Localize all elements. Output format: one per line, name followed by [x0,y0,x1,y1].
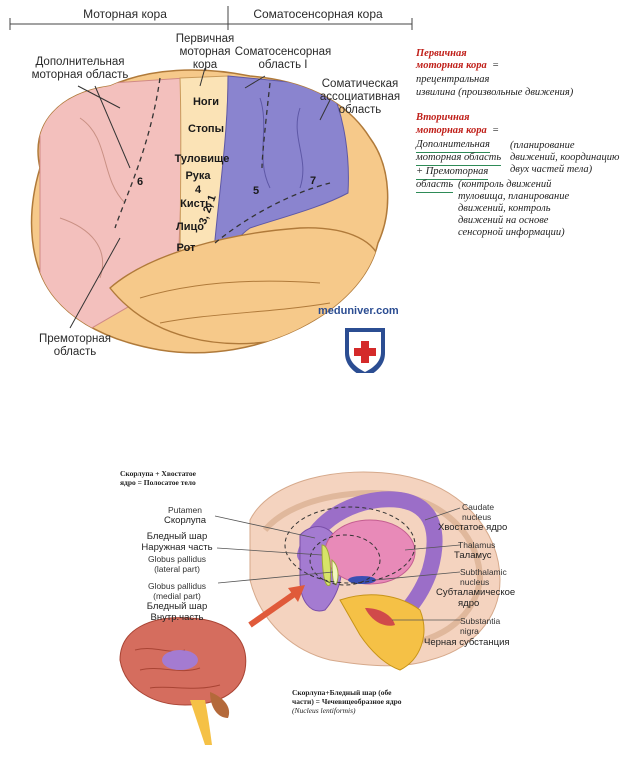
note-secondary-title-2: моторная кора [416,125,487,136]
header-somatosensory-cortex: Соматосенсорная кора [253,7,383,21]
area-number-6: 6 [137,176,144,188]
note-supp-desc-1: (планирование [510,140,575,151]
note-supp-term-2: моторная область [416,152,502,166]
bodypart-hand: Кисть [180,198,212,210]
label-gp-medial-en-1: Globus pallidus [147,581,207,591]
label-caudate-en-1: Caudate [462,502,495,512]
label-thalamus-ru: Таламус [454,550,492,561]
bodypart-arm: Рука [185,170,211,182]
label-gp-medial-en-2: (medial part) [153,591,201,601]
note-supp-term-1: Дополнительная [416,139,490,153]
note-primary-text-2: извилина (произвольные движения) [416,87,574,98]
note-premotor-desc-4: движений на основе [458,215,549,226]
label-gp-lateral-ru-2: Наружная часть [141,542,213,553]
label-caudate-en-2: nucleus [462,512,492,522]
header-motor-cortex: Моторная кора [83,7,167,21]
area-number-5: 5 [253,185,260,197]
brain-illustration [30,67,389,373]
title-striatum-1: Скорлупа + Хвостатое [120,469,196,478]
note-premotor-term-1: + Премоторная [416,166,489,180]
label-gp-lateral-en-2: (lateral part) [154,564,200,574]
bodypart-legs: Ноги [192,96,219,108]
label-gp-lateral-ru-1: Бледный шар [146,531,208,542]
label-gp-lateral-en-1: Globus pallidus [147,554,207,564]
bodypart-mouth: Рот [176,242,196,254]
label-gp-medial-ru-1: Бледный шар [146,601,208,612]
watermark-shield-icon [345,328,385,373]
note-premotor-desc-2: туловища, планирование [458,191,570,202]
note-secondary-eq: = [492,125,500,136]
note-primary-text-1: прецентральная [416,74,490,85]
label-gp-medial-ru-2: Внутр.часть [150,612,204,623]
label-subthalamic-ru-2: ядро [458,598,480,609]
label-thalamus-en: Thalamus [458,540,496,550]
note-primary-title-2: моторная кора [416,60,487,71]
caption-lentiform-1: Скорлупа+Бледный шар (обе [292,688,392,697]
bodypart-feet: Стопы [188,123,224,135]
note-secondary-title-1: Вторичная [416,112,470,123]
label-substantia-en-1: Substantia [460,616,501,626]
label-subthalamic-en-2: nucleus [460,577,490,587]
basal-ganglia-illustration [119,471,501,745]
bodypart-face: Лицо [176,221,204,233]
note-supp-desc-3: двух частей тела) [510,164,593,175]
bodypart-trunk: Туловище [174,153,230,165]
label-substantia-en-2: nigra [460,626,479,636]
title-striatum-2: ядро = Полосатое тело [120,478,196,487]
label-putamen-ru: Скорлупа [163,515,207,526]
label-putamen-en: Putamen [167,505,203,515]
label-subthalamic-en-1: Subthalamic [460,567,507,577]
note-supp-desc-2: движений, координацию [510,152,620,163]
watermark-text: meduniver.com [318,305,399,317]
area-number-7: 7 [310,175,317,187]
caption-lentiform-2: части) = Чечевицеобразное ядро [292,697,402,706]
bodypart-area4: 4 [194,184,202,196]
note-primary-title-1: Первичная [416,48,467,59]
note-primary-eq: = [492,60,500,71]
label-caudate-ru: Хвостатое ядро [438,522,508,533]
note-premotor-desc-1: (контроль движений [458,179,552,190]
label-substantia-ru: Черная субстанция [424,637,510,648]
note-premotor-term-2: область [416,179,454,193]
header-bracket [9,6,413,30]
label-subthalamic-ru-1: Субталамическое [436,587,516,598]
note-premotor-desc-3: движений, контроль [458,203,551,214]
note-premotor-desc-5: сенсорной информации) [458,227,565,238]
caption-lentiform-3: (Nucleus lentiformis) [292,706,356,715]
